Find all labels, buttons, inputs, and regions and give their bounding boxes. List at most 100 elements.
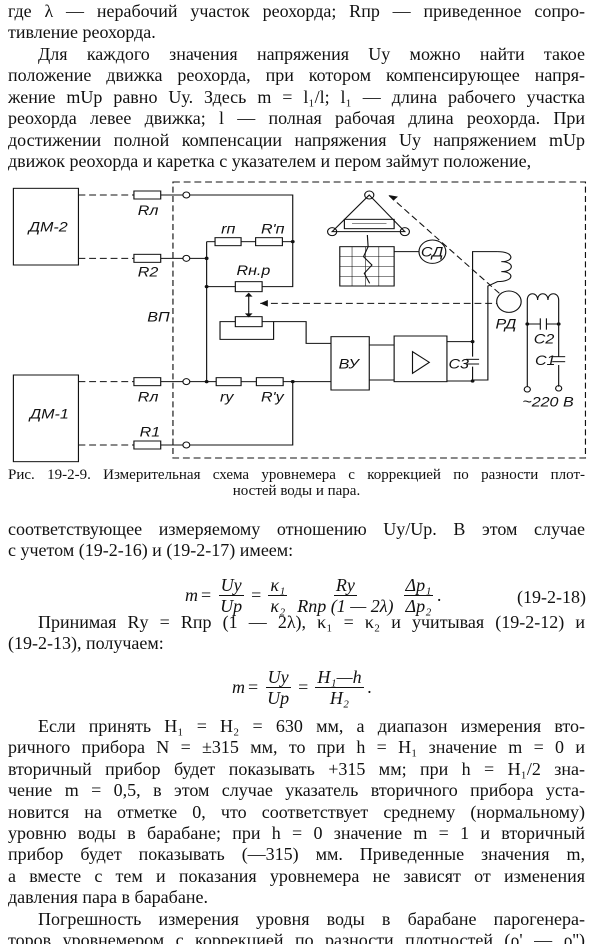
text-line: с учетом (19-2-16) и (19-2-17) имеем: bbox=[8, 540, 294, 561]
paragraph-2: Для каждого значения напряжения Uу можно… bbox=[8, 44, 585, 172]
text-line: достижении полной компенсации напряжения… bbox=[8, 129, 585, 150]
paragraph-4: Принимая Rу = Rпр (1 — 2λ), κ₁ = κ₂ и уч… bbox=[8, 612, 585, 655]
device-frame bbox=[172, 181, 587, 459]
resistor-rp bbox=[214, 237, 242, 247]
denominator: H₂ bbox=[329, 688, 350, 708]
numerator: Uу bbox=[218, 575, 244, 596]
label-vp: ВП bbox=[147, 310, 169, 326]
denominator: Δp₂ bbox=[405, 596, 432, 616]
numerator: Rу bbox=[333, 575, 357, 596]
text-line: Погрешность измерения уровня воды в бара… bbox=[38, 909, 585, 929]
label-dm1: ДМ-1 bbox=[28, 406, 69, 422]
figure-caption: Рис. 19-2-9. Измерительная схема уровнем… bbox=[8, 467, 585, 499]
label-supply: ~220 В bbox=[522, 395, 573, 411]
eq-lhs: m bbox=[232, 677, 245, 697]
caption-line: Рис. 19-2-9. Измерительная схема уровнем… bbox=[8, 467, 585, 483]
rheostat-lower bbox=[234, 316, 263, 328]
text-line: а вместе с тем и показания уровнемера не… bbox=[8, 865, 585, 886]
text-line: жение mUр равно Uу. Здесь m = l₁/l; l₁ —… bbox=[8, 86, 585, 107]
text-line: тивление реохорда. bbox=[8, 22, 156, 43]
text-line: движок реохорда и каретка с указателем и… bbox=[8, 150, 532, 171]
dm2-box bbox=[12, 187, 80, 266]
text-line: уровню воды в барабане; при h = 0 значен… bbox=[8, 822, 585, 843]
text-line: соответствующее измеряемому отношению Uу… bbox=[8, 519, 585, 539]
label-r2: R2 bbox=[138, 265, 159, 281]
label-r1: R1 bbox=[140, 425, 161, 441]
eq-sign: = bbox=[248, 677, 259, 697]
label-rnp: Rн.р bbox=[236, 263, 270, 279]
text-line: реохорда левее движка; l — полная рабоча… bbox=[8, 108, 585, 129]
text-line: давления пара в барабане. bbox=[8, 887, 208, 908]
label-rp: rп bbox=[221, 221, 235, 237]
numerator: κ₁ bbox=[268, 575, 288, 596]
text-line: положение движка реохорда, при котором к… bbox=[8, 65, 585, 86]
resistor-ry-prime bbox=[255, 377, 284, 387]
text-line: Для каждого значения напряжения Uу можно… bbox=[38, 44, 585, 64]
label-ry-prime: R'у bbox=[261, 390, 285, 406]
text-line: ричного прибора N = ±315 мм, то при h = … bbox=[8, 737, 585, 758]
rheostat-rnp bbox=[234, 281, 263, 293]
vu-block bbox=[330, 336, 370, 391]
sync-motor bbox=[418, 239, 447, 264]
label-rp-prime: R'п bbox=[261, 221, 285, 237]
resistor-ry bbox=[215, 377, 242, 387]
denominator: Uр bbox=[267, 688, 290, 708]
chart-paper bbox=[339, 246, 395, 287]
numerator: Δp₁ bbox=[403, 575, 434, 596]
label-ry: rу bbox=[220, 390, 235, 406]
equation-number: (19-2-18) bbox=[517, 587, 586, 607]
label-c1: C1 bbox=[535, 353, 556, 369]
label-c3: C3 bbox=[448, 356, 469, 372]
paragraph-1: где λ — нерабочий участок реохорда; Rпр … bbox=[8, 1, 585, 44]
label-rl-top: Rл bbox=[138, 203, 159, 219]
numerator: Uу bbox=[265, 667, 291, 688]
resistor-rl-top bbox=[133, 190, 162, 200]
label-dm2: ДМ-2 bbox=[27, 220, 69, 236]
amplifier-symbol bbox=[411, 350, 431, 375]
text-line: прибор будет показывать (—315) мм. Приве… bbox=[8, 844, 585, 865]
label-sd: СД bbox=[421, 245, 444, 261]
eq-end: . bbox=[437, 585, 442, 605]
text-line: Если принять H₁ = H₂ = 630 мм, а диапазо… bbox=[38, 716, 585, 736]
label-vu: ВУ bbox=[339, 356, 361, 372]
motor-coil bbox=[472, 251, 512, 381]
denominator: κ₂ bbox=[270, 596, 286, 616]
caption-line: ностей воды и пара. bbox=[232, 483, 361, 499]
amplifier-block bbox=[393, 335, 448, 383]
label-rd: РД bbox=[496, 316, 517, 332]
text-line: вторичный прибор будет показывать +315 м… bbox=[8, 758, 585, 779]
denominator: Uр bbox=[220, 596, 243, 616]
paragraph-6: Погрешность измерения уровня воды в бара… bbox=[8, 909, 585, 944]
dm1-box bbox=[12, 374, 80, 463]
text-line: где λ — нерабочий участок реохорда; Rпр … bbox=[8, 1, 585, 21]
numerator: H₁—h bbox=[315, 667, 364, 688]
circuit-diagram: ДМ-2 ДМ-1 Rл R2 Rл R1 rп R'п Rн.р ВП rу … bbox=[12, 181, 587, 463]
scale bbox=[343, 218, 395, 230]
text-line: Принимая Rу = Rпр (1 — 2λ), κ₁ = κ₂ и уч… bbox=[38, 612, 585, 632]
label-c2: C2 bbox=[534, 331, 555, 347]
eq-sign: = bbox=[201, 585, 212, 605]
resistor-rp-prime bbox=[255, 237, 283, 247]
resistor-rl-bottom bbox=[133, 377, 162, 387]
eq-lhs: m bbox=[185, 585, 198, 605]
eq-sign: = bbox=[251, 585, 262, 605]
resistor-r1 bbox=[133, 440, 162, 450]
denominator: Rпр (1 — 2λ) bbox=[297, 596, 394, 616]
text-line: новится на отметке 0, что соответствует … bbox=[8, 801, 585, 822]
paragraph-5: Если принять H₁ = H₂ = 630 мм, а диапазо… bbox=[8, 716, 585, 909]
label-rl-bottom: Rл bbox=[138, 390, 159, 406]
text-line: торов уровнемером с коррекцией по разнос… bbox=[8, 930, 585, 944]
paragraph-3: соответствующее измеряемому отношению Uу… bbox=[8, 519, 585, 562]
reversible-motor bbox=[496, 290, 522, 313]
resistor-r2 bbox=[133, 253, 162, 263]
text-line: чение m = 0,5, в этом случае указатель в… bbox=[8, 780, 585, 801]
eq-sign: = bbox=[298, 677, 309, 697]
